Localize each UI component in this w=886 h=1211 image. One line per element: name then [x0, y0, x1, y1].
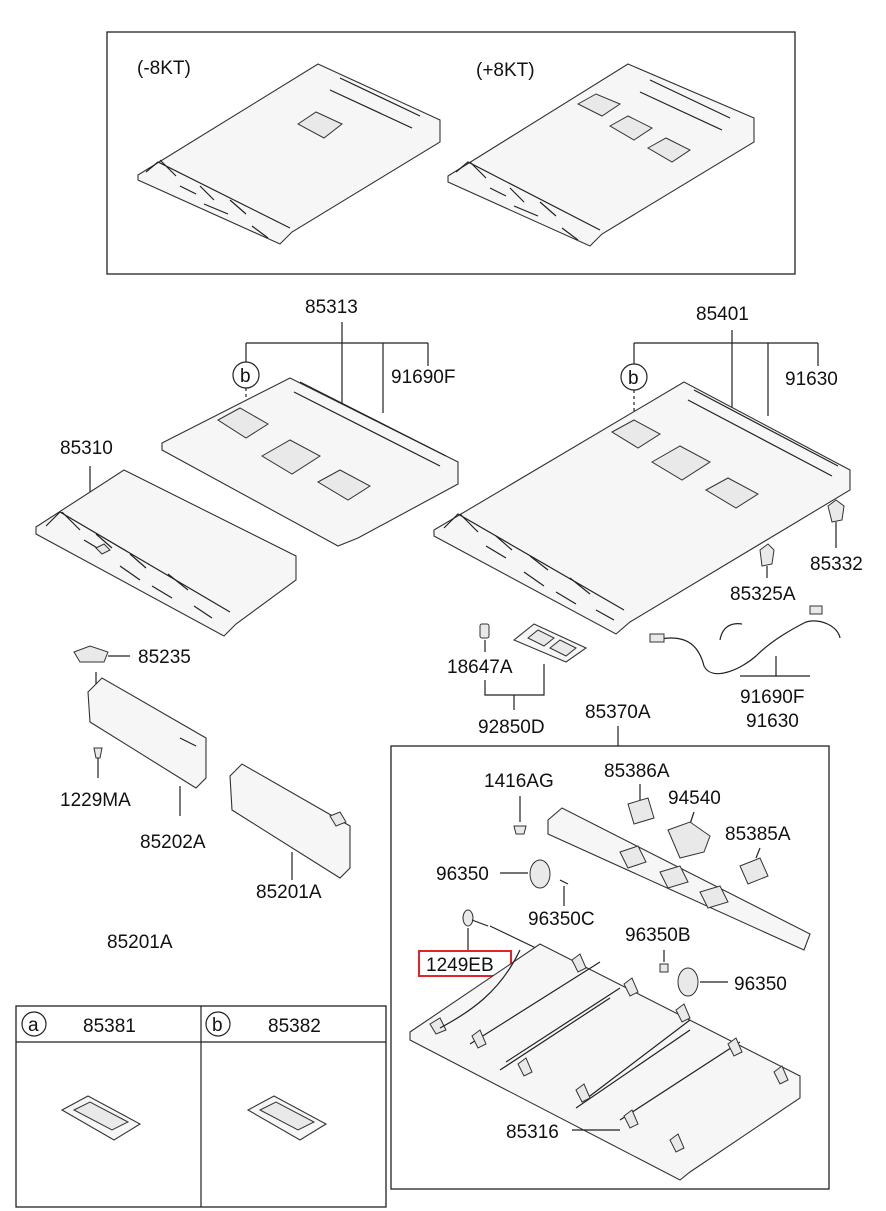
legend-a-part: 85381 — [83, 1016, 136, 1037]
label-85401: 85401 — [696, 304, 749, 325]
variant-box — [106, 31, 796, 275]
clip-85325A — [759, 543, 775, 578]
label-1416AG: 1416AG — [484, 771, 554, 792]
legend-a-circle — [21, 1011, 47, 1037]
headliner-85313 — [161, 377, 459, 547]
label-91690F-bot: 91690F — [740, 687, 804, 708]
lamp-92850D — [512, 623, 588, 663]
pad-85381 — [60, 1095, 142, 1141]
label-96350-1: 96350 — [436, 864, 489, 885]
clip-1416AG — [513, 825, 527, 835]
label-85201A-2: 85201A — [107, 932, 173, 953]
pad-85382 — [246, 1095, 328, 1141]
label-94540: 94540 — [668, 788, 721, 809]
headliner-85401 — [433, 381, 851, 635]
legend-b-letter: b — [212, 1015, 223, 1036]
label-96350B: 96350B — [625, 925, 691, 946]
label-85332: 85332 — [810, 554, 863, 575]
label-18647A: 18647A — [447, 657, 513, 678]
headliner-85310 — [35, 469, 297, 637]
label-1229MA: 1229MA — [60, 790, 131, 811]
label-91630-bot: 91630 — [746, 711, 799, 732]
legend-table — [15, 1005, 387, 1208]
button-96350-1 — [529, 859, 569, 889]
label-85235: 85235 — [138, 647, 191, 668]
label-85370A: 85370A — [585, 702, 651, 723]
label-85316: 85316 — [506, 1122, 559, 1143]
label-85201A-1: 85201A — [256, 882, 322, 903]
clip-85332 — [827, 499, 845, 548]
screw-1249EB — [462, 909, 489, 927]
wiring-harness — [649, 605, 841, 677]
label-85386A: 85386A — [604, 761, 670, 782]
label-85313: 85313 — [305, 297, 358, 318]
label-1249EB: 1249EB — [426, 955, 494, 976]
legend-b-circle — [205, 1011, 231, 1037]
part-94540 — [667, 821, 711, 859]
variant-label-plus-8kt: (+8KT) — [476, 60, 535, 81]
bulb-18647A — [479, 623, 490, 652]
sun-visor-85201A — [229, 763, 351, 880]
label-85325A: 85325A — [730, 584, 796, 605]
kit-box-85370A — [390, 745, 830, 1190]
frame-85316 — [409, 943, 801, 1181]
label-85202A: 85202A — [140, 832, 206, 853]
visor-holder-85235 — [73, 645, 130, 663]
legend-a-letter: a — [28, 1015, 39, 1036]
callout-b-85401-letter: b — [628, 368, 639, 389]
sun-visor-85202A — [87, 672, 207, 816]
label-96350C: 96350C — [528, 909, 595, 930]
headliner-minus-8kt — [137, 63, 441, 245]
label-91630-top: 91630 — [785, 369, 838, 390]
label-92850D: 92850D — [478, 717, 545, 738]
legend-b-part: 85382 — [268, 1016, 321, 1037]
label-91690F-top: 91690F — [391, 367, 455, 388]
label-85310: 85310 — [60, 438, 113, 459]
callout-b-85313-letter: b — [240, 366, 251, 387]
button-96350-2 — [677, 967, 699, 997]
label-85385A: 85385A — [725, 824, 791, 845]
console-rail — [547, 807, 811, 951]
part-85386A — [627, 797, 655, 825]
label-96350-2: 96350 — [734, 974, 787, 995]
clip-96350B — [659, 963, 669, 973]
variant-label-minus-8kt: (-8KT) — [137, 58, 191, 79]
screw-1229MA — [93, 747, 103, 778]
headliner-plus-8kt — [447, 63, 755, 247]
part-85385A — [739, 857, 769, 885]
